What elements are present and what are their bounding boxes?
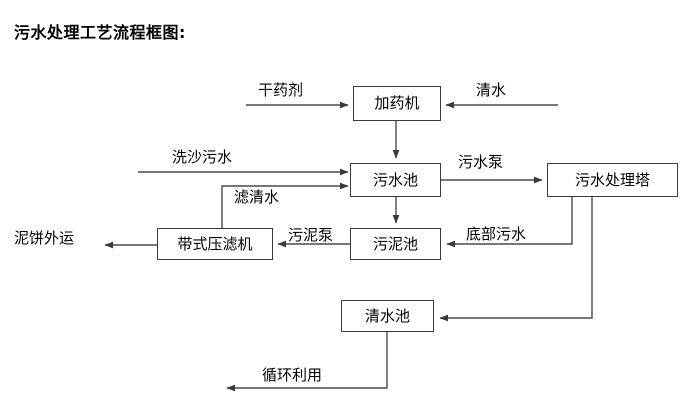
edge-label-sludge-pump: 污泥泵 xyxy=(288,226,334,244)
node-belt-filter-press[interactable]: 带式压滤机 xyxy=(157,228,273,260)
node-label: 污水处理塔 xyxy=(574,170,650,189)
node-dosing-machine[interactable]: 加药机 xyxy=(353,86,441,121)
edge-label-bottom-wastewater: 底部污水 xyxy=(466,225,527,243)
terminal-dry-chemical: 干药剂 xyxy=(258,81,304,99)
connector-tower-to-clear-water-pool xyxy=(439,197,593,322)
node-label: 清水池 xyxy=(364,306,410,325)
node-treatment-tower[interactable]: 污水处理塔 xyxy=(547,163,678,197)
connector-clear-water-pool-to-reuse xyxy=(226,332,388,392)
node-wastewater-pool[interactable]: 污水池 xyxy=(350,163,441,197)
terminal-clean-water-inlet: 清水 xyxy=(476,81,507,99)
edge-label-recycle-reuse: 循环利用 xyxy=(262,366,323,384)
connector-tower-to-sludge-pool xyxy=(446,197,573,248)
connector-filtrate-to-wastewater-pool xyxy=(221,182,349,228)
terminal-sand-wash-wastewater: 洗沙污水 xyxy=(172,148,233,166)
node-label: 污水池 xyxy=(372,170,418,189)
edge-label-wastewater-pump: 污水泵 xyxy=(458,153,504,171)
node-label: 带式压滤机 xyxy=(177,234,253,253)
node-label: 污泥池 xyxy=(372,234,418,253)
node-sludge-pool[interactable]: 污泥池 xyxy=(350,228,441,260)
edge-label-filtrate-water: 滤清水 xyxy=(234,188,280,206)
node-clear-water-pool[interactable]: 清水池 xyxy=(341,300,434,332)
page-title: 污水处理工艺流程框图: xyxy=(14,23,186,42)
node-label: 加药机 xyxy=(374,94,420,112)
terminal-mud-cake-out: 泥饼外运 xyxy=(14,229,75,247)
